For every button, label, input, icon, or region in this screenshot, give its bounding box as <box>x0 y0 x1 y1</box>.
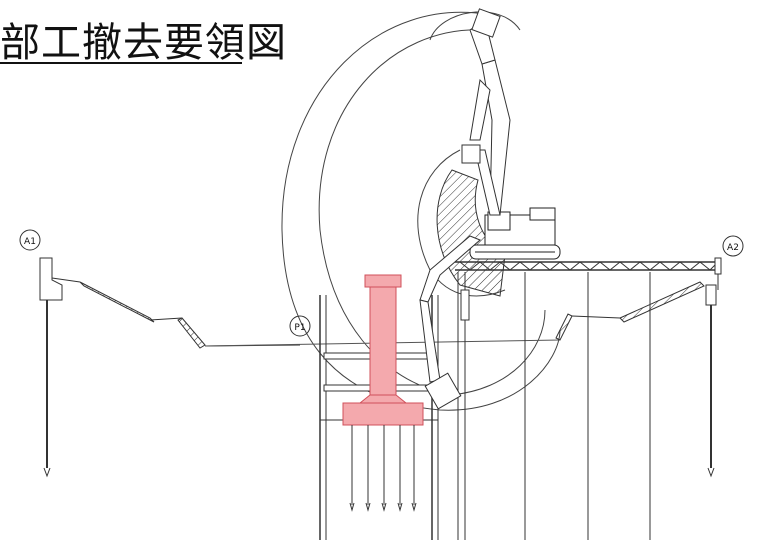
p1-marker <box>289 315 311 337</box>
a2-label: A2 <box>727 243 739 253</box>
a1-label: A1 <box>24 237 36 247</box>
outer-swing-arc <box>281 11 561 411</box>
a1-body <box>39 257 63 301</box>
a1-marker <box>19 229 41 251</box>
foundation-piles <box>349 425 417 512</box>
a2-marker <box>722 235 744 257</box>
abutment-a1: A1 <box>19 229 81 478</box>
excavator <box>469 207 561 260</box>
pier-cap <box>364 274 402 288</box>
pier-haunch <box>358 394 408 404</box>
pier-column <box>369 286 397 398</box>
arm-reach-arc <box>429 11 521 41</box>
hatched-earth-wedge <box>436 169 506 297</box>
middle-swing-arc <box>318 29 546 396</box>
drawing-title: 部工撤去要領図 <box>0 20 287 66</box>
inner-swing-arc <box>417 149 506 297</box>
excavator-counterweight <box>529 207 556 221</box>
swing-arcs <box>281 11 561 411</box>
arm-down-bucket <box>424 372 462 410</box>
arm-down-stick <box>419 299 441 383</box>
pier-p1 <box>342 274 424 426</box>
bridge-deck <box>455 257 722 290</box>
revetment-left <box>79 281 301 349</box>
pier-footing <box>342 402 424 426</box>
arm-mid-stick <box>474 149 501 216</box>
arm-mid-bucket <box>461 144 481 164</box>
abutment-a2: A2 <box>555 235 744 478</box>
arm-mid-boom <box>469 78 491 141</box>
support-piles <box>457 272 651 540</box>
excavator-arm-positions <box>419 8 511 410</box>
arm-up-bucket <box>471 8 501 38</box>
title-underline <box>0 62 242 64</box>
p1-label: P1 <box>294 323 305 333</box>
